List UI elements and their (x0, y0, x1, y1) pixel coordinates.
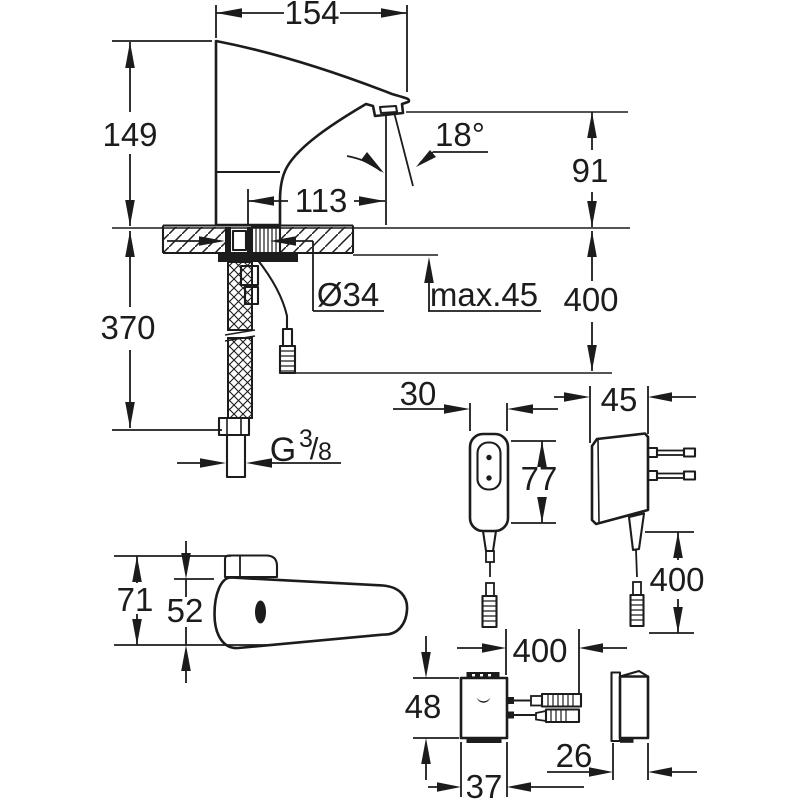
control-unit-dimensions: 400 48 37 26 (405, 629, 697, 800)
dim-hole-diameter-label: Ø34 (317, 276, 379, 313)
plug-pin (646, 469, 659, 482)
power-supply-side-view (590, 432, 697, 628)
control-unit-side-view (610, 669, 650, 743)
aerator-outlet (378, 104, 399, 115)
dim-149-label: 149 (102, 116, 157, 153)
thread-slash-label: / (310, 431, 319, 466)
sensor-cable (256, 258, 297, 375)
dim-154-label: 154 (284, 0, 339, 31)
dim-400-below-deck-label: 400 (563, 281, 618, 318)
dim-deck-thickness-label: max.45 (430, 276, 538, 313)
dim-48-label: 48 (405, 688, 442, 725)
dim-400-unit-cable-label: 400 (512, 632, 567, 669)
sensor-window (255, 600, 266, 624)
dim-37-label: 37 (466, 768, 503, 800)
thread-denominator-label: 8 (318, 438, 332, 466)
dim-113-label: 113 (295, 182, 348, 219)
hose-tail (225, 433, 247, 479)
dim-77-label: 77 (521, 460, 558, 497)
connection-hose (217, 261, 256, 479)
faucet-top-view: 71 52 (114, 541, 409, 683)
mounting-washer (218, 253, 298, 262)
dim-26-label: 26 (556, 737, 593, 774)
brand-logo-mark (476, 697, 491, 703)
power-supply-front-view (468, 432, 510, 629)
dim-400-cable-label: 400 (649, 561, 704, 598)
side-view-dimensions: 154 149 18° 113 91 400 370 (100, 0, 628, 469)
plug-pin-hole (486, 475, 492, 481)
thread-numerator-label: 3 (299, 425, 313, 453)
plug-pin (646, 446, 659, 459)
thread-g-label: G (270, 431, 296, 469)
dim-91-label: 91 (572, 152, 609, 189)
dim-52-label: 52 (167, 592, 204, 629)
dim-angle-label: 18° (435, 116, 485, 153)
dim-370-label: 370 (100, 309, 155, 346)
faucet-side-view (214, 39, 414, 227)
control-unit-front-view (459, 672, 583, 743)
dim-71-label: 71 (117, 581, 154, 618)
dim-45-label: 45 (601, 381, 638, 418)
plug-pin-hole (486, 454, 492, 461)
hose-nut (217, 416, 251, 437)
dim-30-label: 30 (400, 375, 437, 412)
power-supply-dimensions: 30 45 77 400 (393, 375, 705, 634)
